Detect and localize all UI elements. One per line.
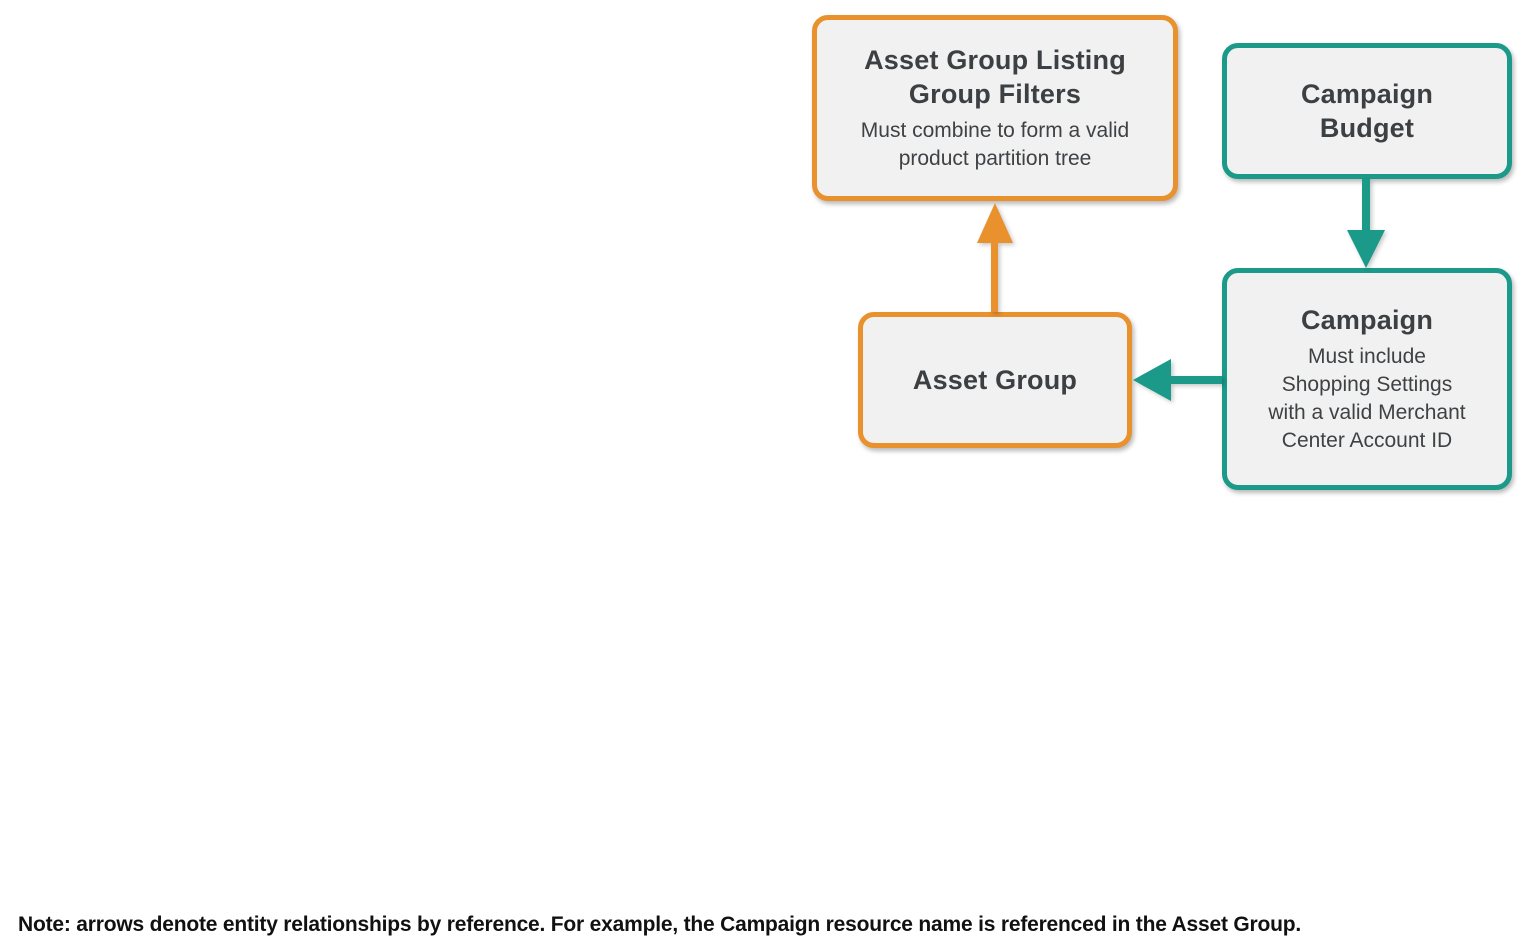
arrow-shaft: [1169, 376, 1222, 384]
node-subtitle: Must combine to form a valid product par…: [860, 119, 1130, 170]
arrow-shaft: [1362, 179, 1370, 232]
node-asset-group-listing-group-filters: Asset Group Listing Group Filters Must c…: [812, 15, 1178, 201]
node-subtitle: Must include Shopping Settings with a va…: [1268, 345, 1466, 452]
node-asset-group: Asset Group: [858, 312, 1132, 448]
arrow-shaft: [991, 241, 998, 312]
node-campaign: Campaign Must include Shopping Settings …: [1222, 268, 1512, 490]
arrow-left-icon: [1133, 359, 1171, 401]
arrow-campaign-budget-to-campaign: [1347, 179, 1385, 268]
arrow-campaign-to-asset-group: [1133, 359, 1222, 401]
node-title: Asset Group Listing Group Filters: [864, 45, 1126, 109]
arrow-down-icon: [1347, 230, 1385, 268]
node-title: Campaign Budget: [1300, 79, 1434, 143]
node-campaign-budget: Campaign Budget: [1222, 43, 1512, 179]
arrow-asset-group-to-listing-filters: [977, 203, 1013, 312]
node-title: Campaign: [1300, 305, 1434, 335]
arrow-up-icon: [977, 203, 1013, 243]
node-title: Asset Group: [912, 365, 1078, 395]
footnote: Note: arrows denote entity relationships…: [18, 913, 1301, 936]
